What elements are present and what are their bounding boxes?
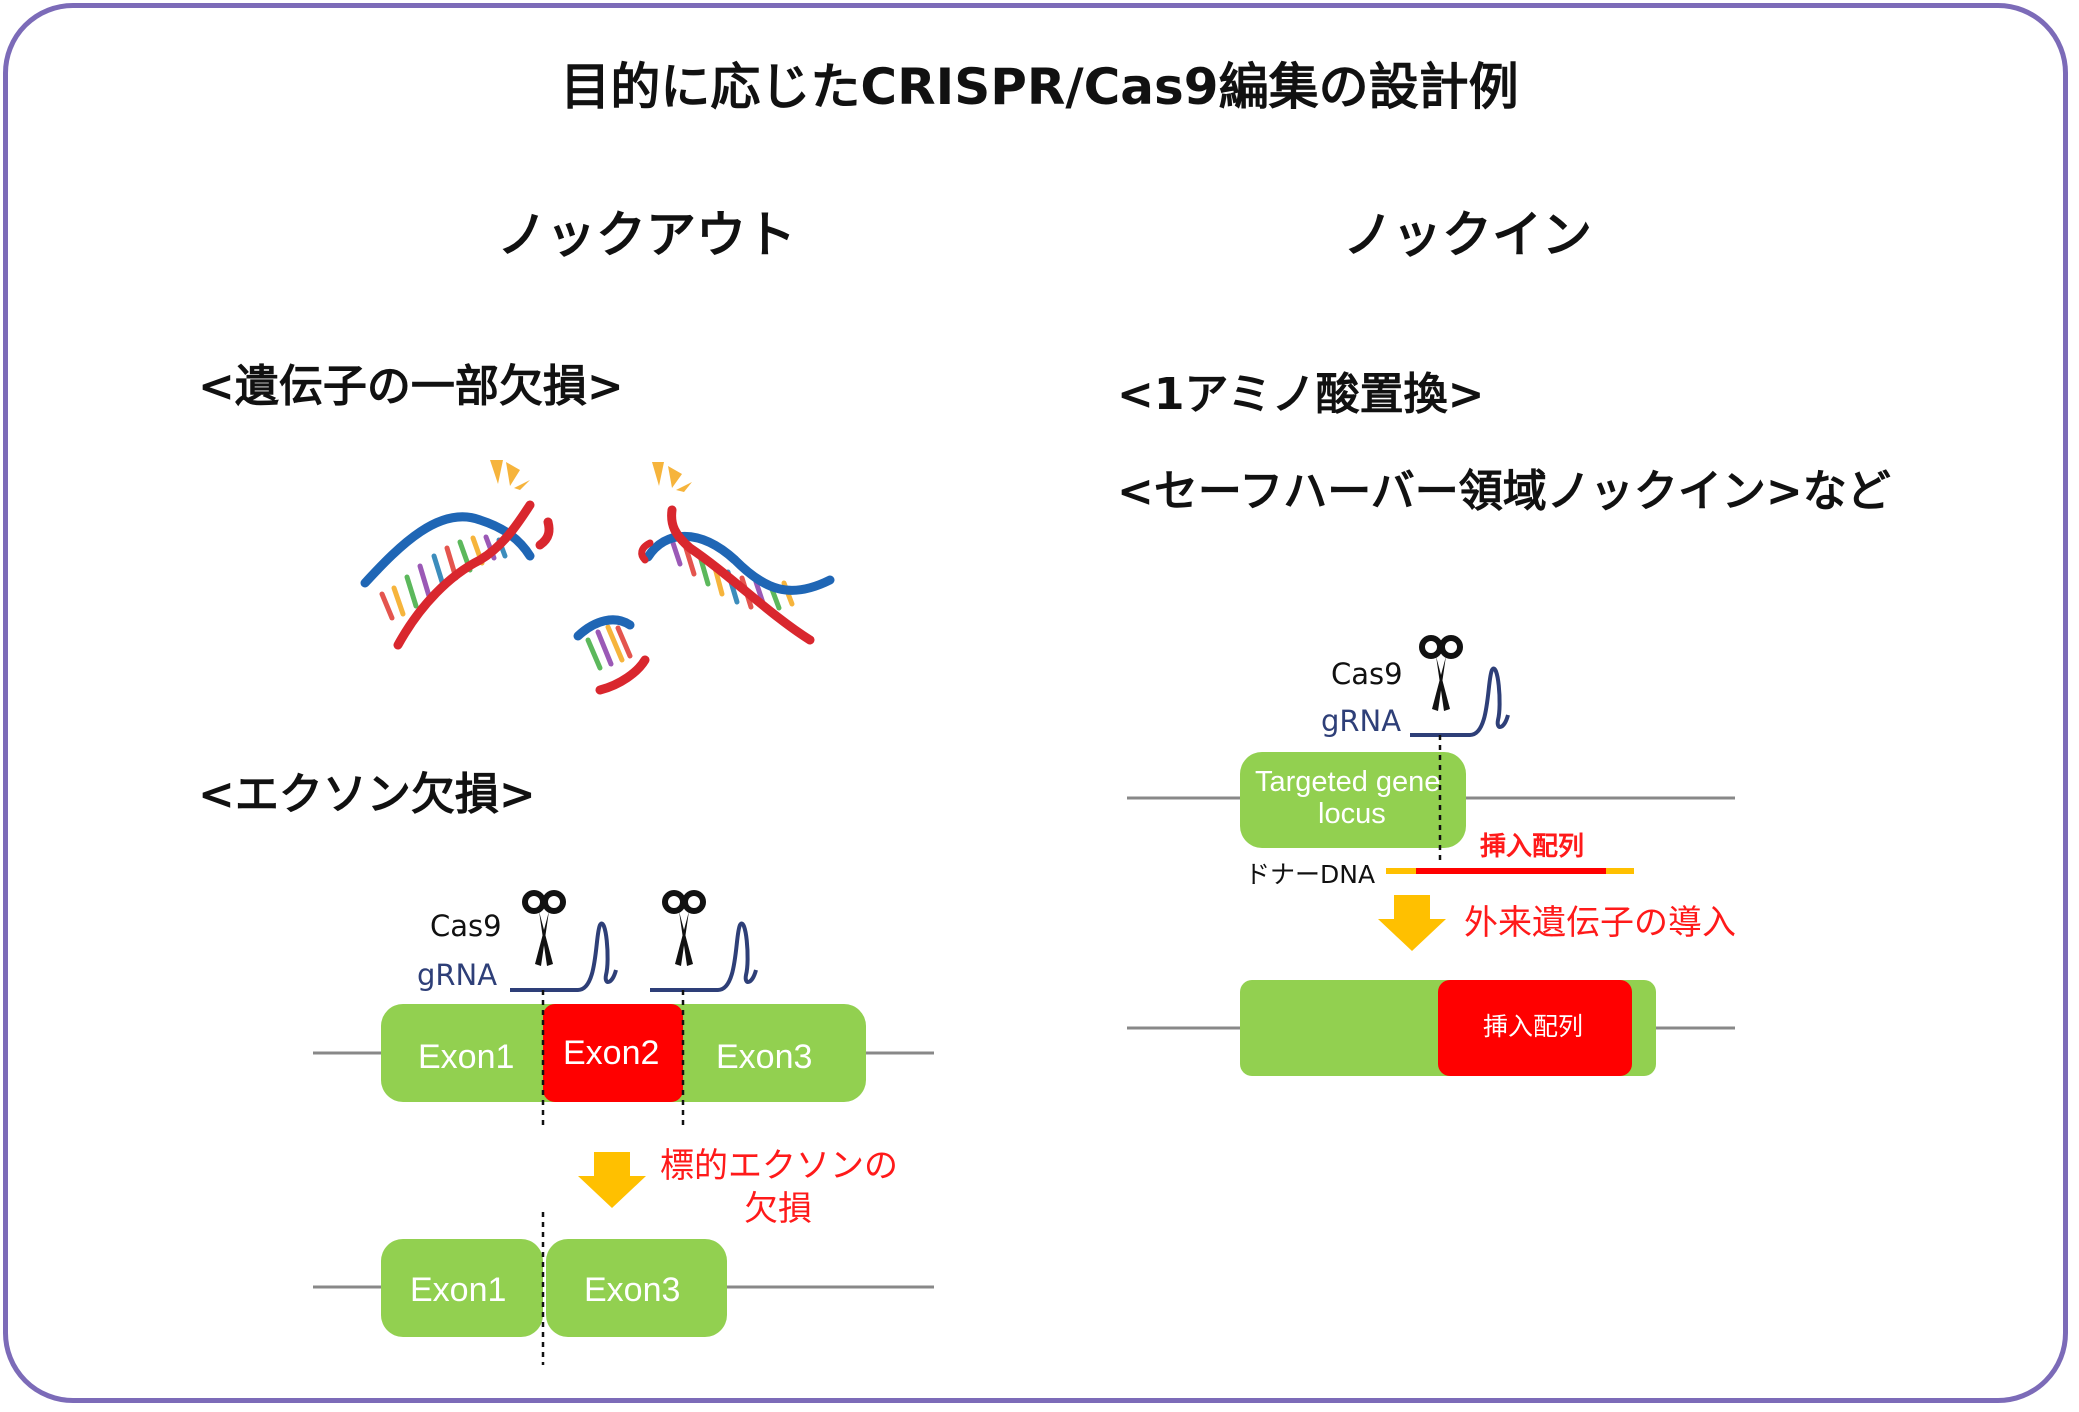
- scissors-icon: [1422, 638, 1460, 711]
- targeted-locus-block: [1240, 752, 1466, 848]
- ko-result-line2: 欠損: [744, 1189, 812, 1229]
- ki-cas9-label: Cas9: [1331, 657, 1403, 691]
- after-exon1-block: [381, 1239, 543, 1337]
- locus-label-line1: Targeted gene: [1255, 766, 1441, 798]
- knockout-heading: ノックアウト: [497, 206, 796, 264]
- down-arrow-icon: [578, 1152, 646, 1208]
- figure-title: 目的に応じたCRISPR/Cas9編集の設計例: [560, 58, 1519, 116]
- exon2-label: Exon2: [563, 1034, 660, 1072]
- ko-grna-label: gRNA: [417, 958, 498, 992]
- exon-deletion-label: <エクソン欠損>: [198, 769, 536, 820]
- after-exon3-block: [546, 1239, 727, 1337]
- scissors-icon: [665, 893, 703, 966]
- exon3-label: Exon3: [716, 1038, 813, 1076]
- ko-cas9-label: Cas9: [430, 909, 502, 943]
- after-exon1-label: Exon1: [410, 1271, 507, 1309]
- insert-sequence-label: 挿入配列: [1480, 832, 1585, 862]
- after-exon3-label: Exon3: [584, 1271, 681, 1309]
- ki-result-label: 外来遺伝子の導入: [1464, 903, 1736, 943]
- down-arrow-icon: [1378, 895, 1446, 951]
- inserted-sequence-label: 挿入配列: [1483, 1013, 1584, 1041]
- knockin-heading: ノックイン: [1343, 206, 1592, 264]
- partial-deletion-label: <遺伝子の一部欠損>: [198, 361, 624, 412]
- amino-acid-substitution-label: <1アミノ酸置換>: [1117, 369, 1485, 420]
- exon1-label: Exon1: [418, 1038, 515, 1076]
- donor-dna-label: ドナーDNA: [1245, 860, 1376, 889]
- ki-grna: [1410, 666, 1510, 737]
- scissors-icon: [525, 893, 563, 966]
- safe-harbor-label: <セーフハーバー領域ノックイン>など: [1117, 466, 1891, 517]
- grna-1: [510, 921, 618, 992]
- grna-2: [650, 921, 758, 992]
- exon2-highlight: [543, 1004, 683, 1102]
- inserted-sequence-block: [1438, 980, 1632, 1076]
- figure-frame: [3, 3, 2068, 1403]
- ko-result-line1: 標的エクソンの: [660, 1146, 898, 1186]
- ki-grna-label: gRNA: [1321, 704, 1402, 738]
- dna-helix-icon: [360, 460, 835, 695]
- locus-label-line2: locus: [1318, 798, 1386, 830]
